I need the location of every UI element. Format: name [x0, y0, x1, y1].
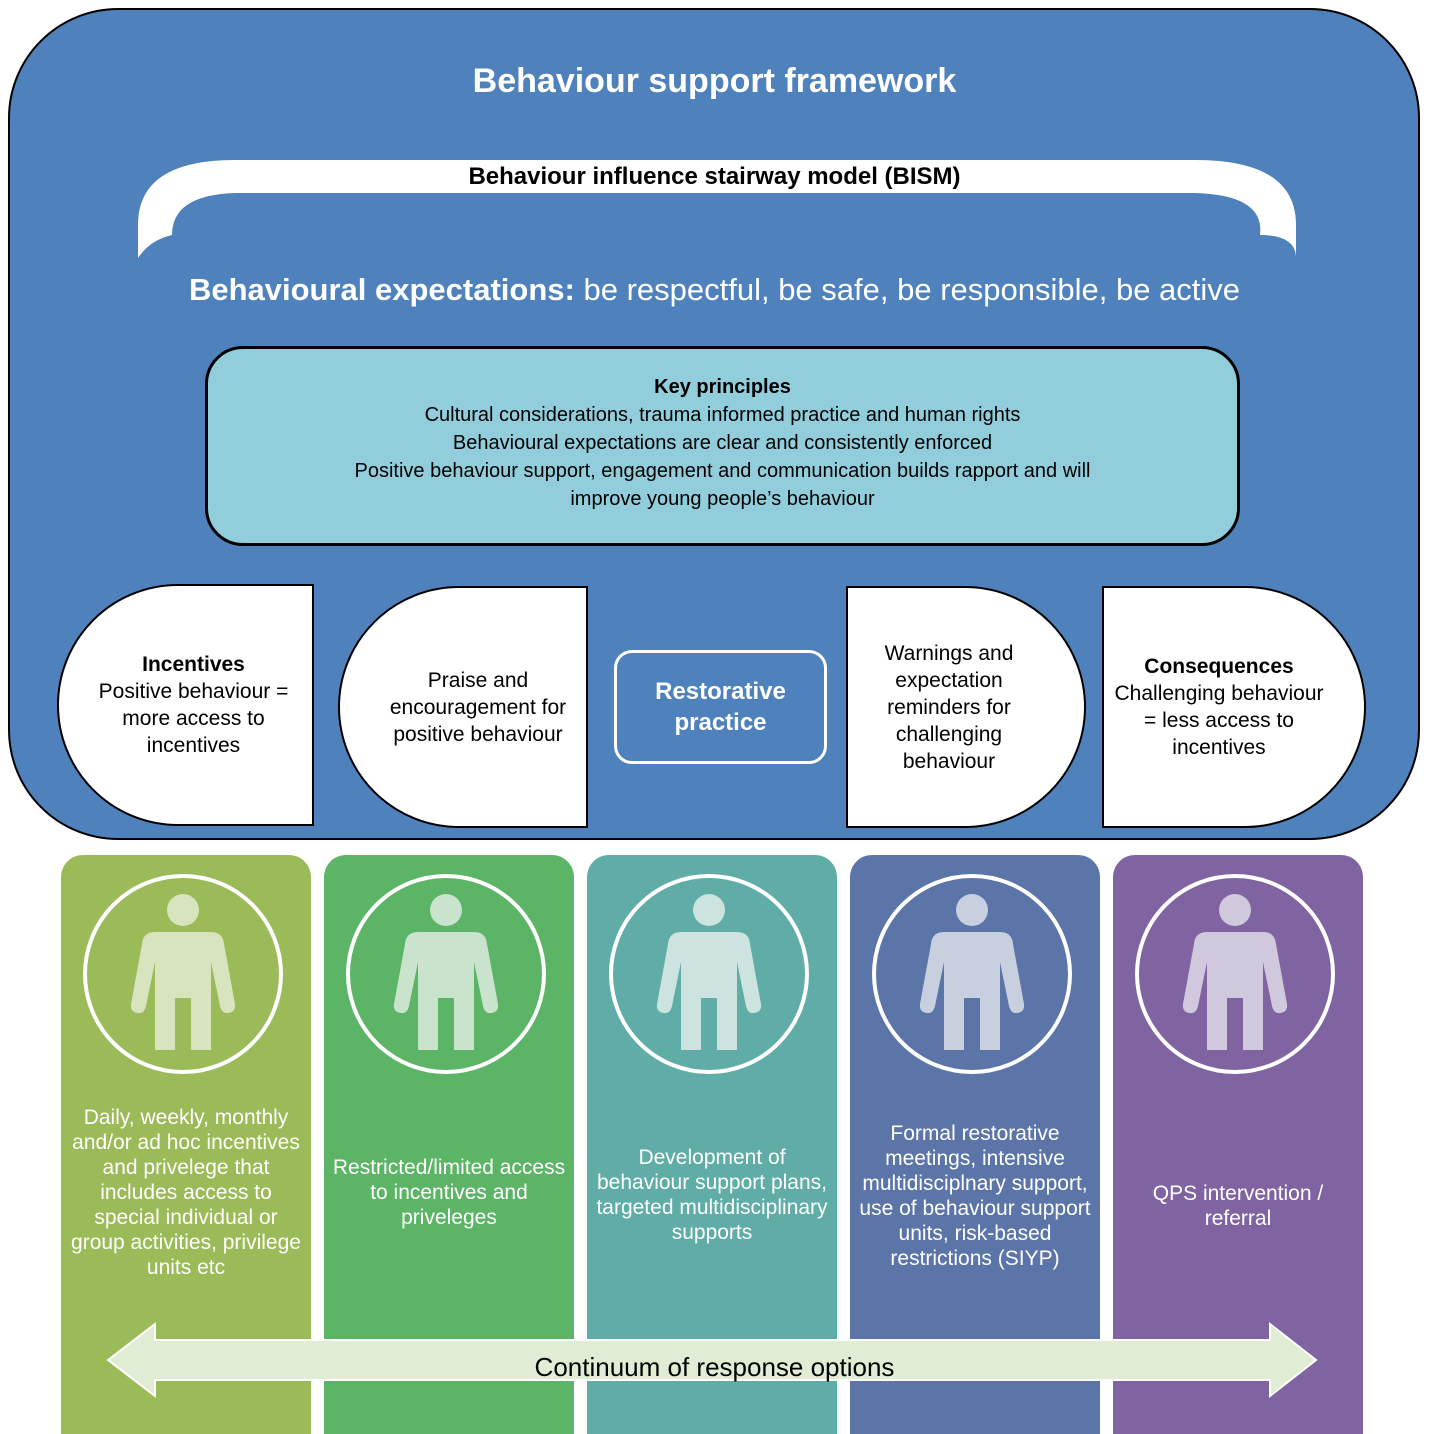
incentives-pill: Incentives Positive behaviour = more acc…	[57, 584, 314, 826]
incentives-text: Positive behaviour = more access to ince…	[98, 680, 289, 757]
warnings-text: Warnings and expectation reminders for c…	[884, 641, 1014, 773]
figure-circle	[609, 874, 809, 1074]
consequences-pill: Consequences Challenging behaviour = les…	[1102, 586, 1366, 828]
consequences-heading: Consequences	[1144, 655, 1294, 678]
framework-title: Behaviour support framework	[472, 62, 957, 100]
behavioural-expectations: Behavioural expectations: be respectful,…	[0, 272, 1429, 308]
response-text: Formal restorative meetings, intensive m…	[859, 1122, 1091, 1270]
response-column: QPS intervention / referral	[1113, 855, 1363, 1434]
continuum-arrow	[106, 1321, 1318, 1399]
restorative-text: Restorative practice	[655, 678, 786, 736]
person-icon	[393, 894, 499, 1050]
warnings-pill: Warnings and expectation reminders for c…	[846, 586, 1086, 828]
response-column: Formal restorative meetings, intensive m…	[850, 855, 1100, 1434]
key-principle-line: Cultural considerations, trauma informed…	[424, 404, 1021, 426]
figure-circle	[83, 874, 283, 1074]
person-icon	[1182, 894, 1288, 1050]
response-column: Development of behaviour support plans, …	[587, 855, 837, 1434]
response-text: QPS intervention / referral	[1152, 1182, 1324, 1230]
bism-arc	[138, 160, 1296, 258]
expectations-text: be respectful, be safe, be responsible, …	[574, 272, 1241, 307]
key-principles-box: Key principles Cultural considerations, …	[205, 346, 1240, 546]
consequences-text: Challenging behaviour = less access to i…	[1114, 682, 1324, 759]
figure-circle	[346, 874, 546, 1074]
praise-text: Praise and encouragement for positive be…	[389, 668, 567, 746]
person-icon	[656, 894, 762, 1050]
incentives-heading: Incentives	[142, 653, 245, 676]
figure-circle	[872, 874, 1072, 1074]
response-column: Daily, weekly, monthly and/or ad hoc inc…	[61, 855, 311, 1434]
key-principle-line: Positive behaviour support, engagement a…	[354, 460, 1091, 482]
response-text: Development of behaviour support plans, …	[596, 1146, 828, 1244]
continuum-label: Continuum of response options	[534, 1352, 895, 1382]
response-column: Restricted/limited access to incentives …	[324, 855, 574, 1434]
person-icon	[130, 894, 236, 1050]
person-icon	[919, 894, 1025, 1050]
restorative-practice-box: Restorative practice	[614, 650, 827, 764]
key-principles-heading: Key principles	[654, 376, 791, 398]
bism-title: Behaviour influence stairway model (BISM…	[468, 163, 961, 190]
key-principle-line: Behavioural expectations are clear and c…	[452, 432, 993, 454]
response-text: Restricted/limited access to incentives …	[332, 1156, 566, 1229]
expectations-label: Behavioural expectations:	[188, 272, 575, 307]
key-principle-line: improve young people’s behaviour	[570, 488, 875, 510]
figure-circle	[1135, 874, 1335, 1074]
response-text: Daily, weekly, monthly and/or ad hoc inc…	[71, 1106, 301, 1279]
praise-pill: Praise and encouragement for positive be…	[338, 586, 588, 828]
